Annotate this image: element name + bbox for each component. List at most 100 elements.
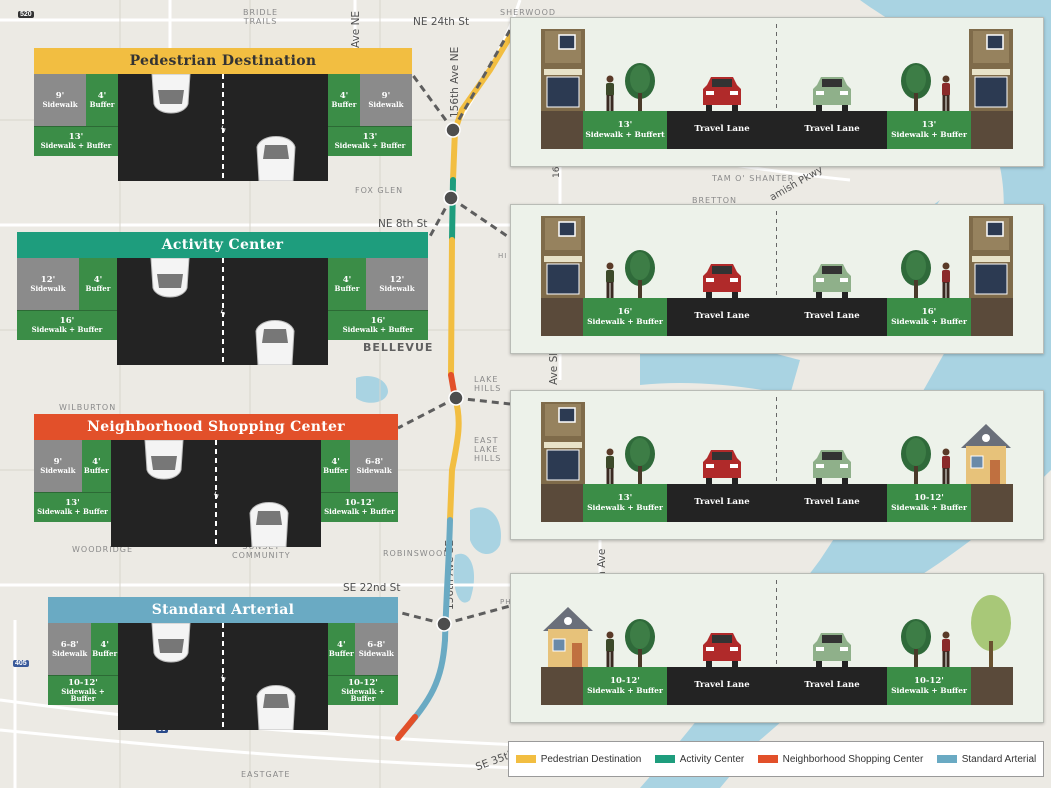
left-sidewalk-buffer: 13'Sidewalk + Buffert — [583, 111, 667, 149]
car-top — [147, 257, 193, 311]
connector-to-plan — [397, 610, 445, 626]
ground-right — [971, 667, 1013, 705]
plan-view-card: Neighborhood Shopping Center 9'Sidewalk … — [34, 414, 398, 548]
car-bottom — [253, 129, 299, 186]
legend-item: Activity Center — [654, 754, 744, 765]
lane-divider — [222, 623, 224, 730]
pedestrian-icon — [603, 262, 617, 303]
cross-section-card: 10-12'Sidewalk + Buffer Travel Lane Trav… — [510, 573, 1044, 723]
legend-swatch — [757, 755, 778, 763]
map-label-bridle-trails: BRIDLE TRAILS — [243, 8, 279, 26]
ground-right — [971, 298, 1013, 336]
connector-to-plan — [397, 396, 457, 430]
cross-section-card: 13'Sidewalk + Buffer Travel Lane Travel … — [510, 390, 1044, 540]
tree-icon — [899, 250, 933, 303]
plan-view-card: Standard Arterial 6-8'Sidewalk 4'Buffer … — [48, 597, 398, 731]
tree-icon — [969, 595, 1013, 672]
right-buffer: 4'Buffer — [328, 74, 360, 126]
plan-view-card: Pedestrian Destination 9'Sidewalk 4'Buff… — [34, 48, 412, 182]
car-bottom — [252, 313, 298, 370]
house-building — [541, 605, 595, 672]
right-sidewalk-buffer: 10-12'Sidewalk + Buffer — [887, 667, 971, 705]
map-label-hi: HI — [498, 252, 508, 260]
map-label-lake-hills: LAKE HILLS — [474, 375, 502, 393]
street-label-se22: SE 22nd St — [343, 582, 401, 594]
corridor-node — [445, 122, 461, 138]
left-sidewalk-buffer: 16'Sidewalk + Buffer — [583, 298, 667, 336]
legend-item: Neighborhood Shopping Center — [757, 754, 923, 765]
centerline — [776, 24, 777, 111]
right-sidewalk-buffer: 10-12'Sidewalk + Buffer — [321, 492, 398, 522]
corridor-node — [448, 390, 464, 406]
highway-shield-520: 520 — [18, 11, 34, 18]
pedestrian-icon — [603, 631, 617, 672]
map-label-sherwood: SHERWOOD — [500, 8, 557, 17]
plan-title: Pedestrian Destination — [34, 48, 412, 74]
map-label-robinswood: ROBINSWOOD — [383, 549, 451, 558]
right-sidewalk: 12'Sidewalk — [366, 258, 428, 310]
car-icon — [701, 631, 743, 672]
left-buffer: 4'Buffer — [91, 623, 118, 675]
right-buffer: 4'Buffer — [328, 258, 366, 310]
car-top — [148, 622, 194, 676]
left-sidewalk: 9'Sidewalk — [34, 440, 82, 492]
centerline — [776, 580, 777, 667]
legend-label: Standard Arterial — [961, 753, 1037, 765]
car-icon — [701, 262, 743, 303]
travel-lane-1: Travel Lane — [667, 298, 777, 336]
right-sidewalk-buffer: 10-12'Sidewalk + Buffer — [328, 675, 398, 705]
car-icon — [811, 262, 853, 303]
left-buffer: 4'Buffer — [79, 258, 117, 310]
right-buffer: 4'Buffer — [321, 440, 351, 492]
pedestrian-icon — [939, 631, 953, 672]
plan-title: Neighborhood Shopping Center — [34, 414, 398, 440]
roadway: ϟ — [118, 622, 328, 731]
lane-gap: ϟ — [220, 307, 226, 318]
left-buffer: 4'Buffer — [86, 74, 118, 126]
legend-label: Pedestrian Destination — [540, 753, 642, 765]
car-icon — [811, 75, 853, 116]
tree-icon — [899, 619, 933, 672]
left-sidewalk-buffer: 10-12'Sidewalk + Buffer — [48, 675, 118, 705]
tree-icon — [623, 619, 657, 672]
storefront-building — [969, 216, 1013, 303]
car-icon — [811, 631, 853, 672]
house-building — [959, 422, 1013, 489]
storefront-building — [541, 402, 585, 489]
map-label-eastgate: EASTGATE — [241, 770, 291, 779]
connector-to-plan — [426, 197, 453, 241]
highway-shield-405: 405 — [13, 660, 29, 667]
roadway: ϟ — [117, 257, 328, 366]
centerline — [776, 397, 777, 484]
car-icon — [701, 448, 743, 489]
car-icon — [701, 75, 743, 116]
city-label-bellevue: BELLEVUE — [363, 341, 434, 354]
car-top — [148, 73, 194, 127]
car-bottom — [253, 678, 299, 735]
pedestrian-icon — [603, 448, 617, 489]
map-label-ph: PH — [500, 598, 512, 606]
tree-icon — [623, 63, 657, 116]
car-bottom — [246, 495, 292, 552]
legend: Pedestrian Destination Activity Center Nei… — [508, 741, 1044, 777]
lane-divider — [221, 258, 224, 365]
left-sidewalk-buffer: 16'Sidewalk + Buffer — [17, 310, 117, 340]
pedestrian-icon — [939, 75, 953, 116]
tree-icon — [899, 436, 933, 489]
corridor-node — [436, 616, 452, 632]
lane-divider — [215, 440, 217, 547]
roadway: ϟ — [111, 439, 321, 548]
storefront-building — [541, 29, 585, 116]
legend-item: Pedestrian Destination — [515, 753, 642, 765]
right-sidewalk-buffer: 16'Sidewalk + Buffer — [328, 310, 428, 340]
left-buffer: 4'Buffer — [81, 440, 111, 492]
right-sidewalk-buffer: 13'Sidewalk + Buffer — [328, 126, 412, 156]
travel-lane-2: Travel Lane — [777, 298, 887, 336]
right-sidewalk: 6-8'Sidewalk — [350, 440, 398, 492]
legend-item: Standard Arterial — [936, 753, 1037, 765]
right-sidewalk: 6-8'Sidewalk — [354, 623, 398, 675]
right-sidewalk: 9'Sidewalk — [359, 74, 412, 126]
legend-swatch — [515, 755, 536, 763]
